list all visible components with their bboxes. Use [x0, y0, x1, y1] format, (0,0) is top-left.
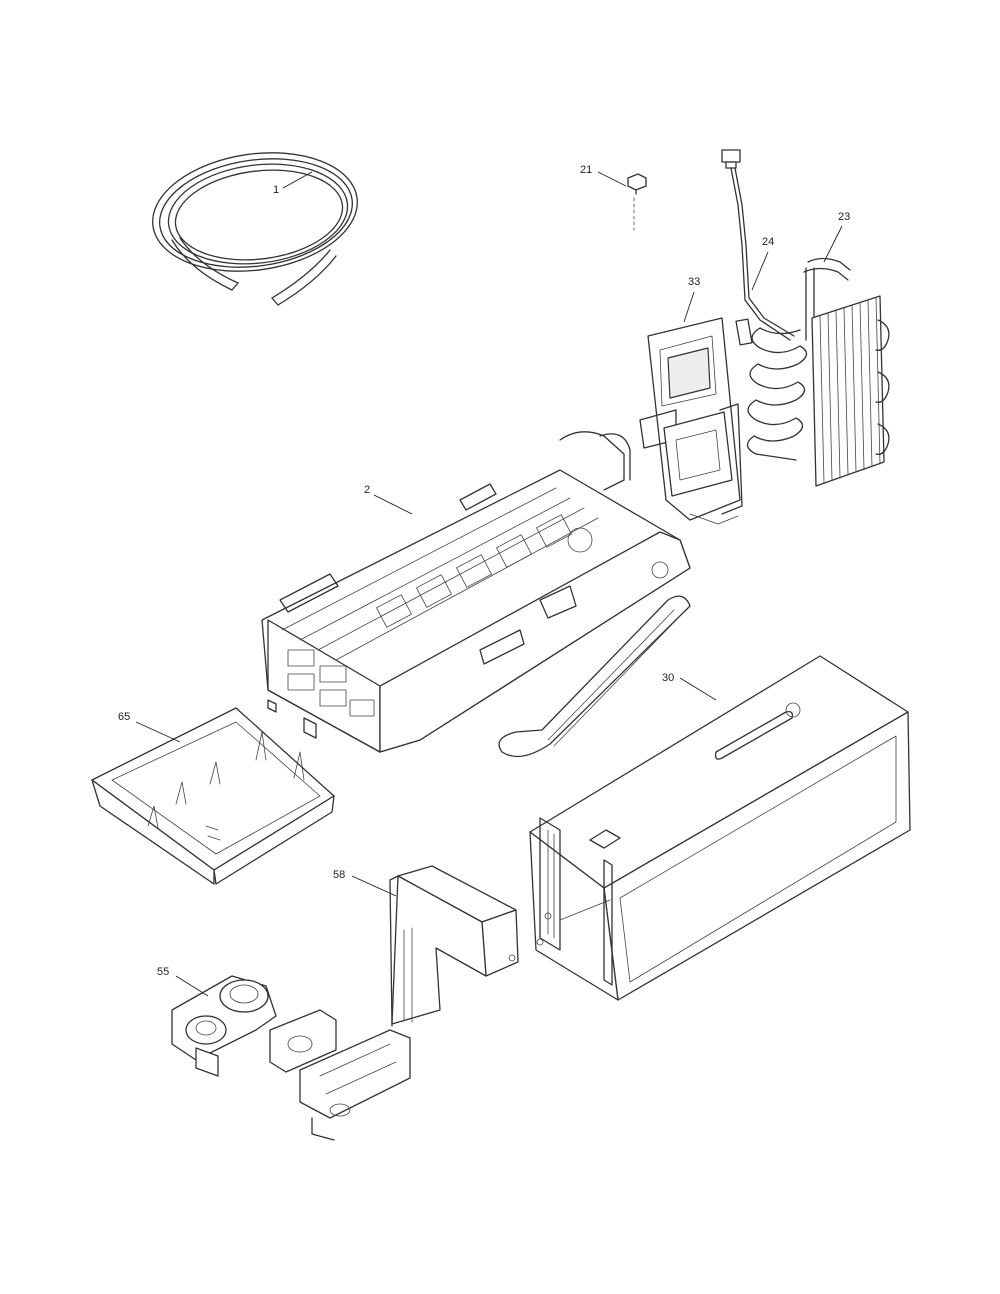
- heater-part[interactable]: [746, 257, 890, 487]
- chute-cover-part[interactable]: [389, 865, 519, 1027]
- wire-harness-part[interactable]: [721, 149, 795, 346]
- part-label-mounting-bracket: 33: [688, 276, 700, 288]
- ejector-arm: [498, 595, 691, 758]
- part-label-ice-bucket-housing: 30: [662, 672, 674, 684]
- drip-tray-part[interactable]: [91, 699, 335, 885]
- water-tube-part[interactable]: [145, 140, 365, 306]
- ice-bucket-housing-part[interactable]: [529, 655, 911, 1001]
- part-label-icemaker-assembly: 2: [364, 484, 370, 496]
- part-label-chute-cover: 58: [333, 869, 345, 881]
- part-label-drip-tray: 65: [118, 711, 130, 723]
- part-label-water-tube: 1: [273, 184, 279, 196]
- water-valve-part[interactable]: [171, 975, 411, 1141]
- part-label-water-valve: 55: [157, 966, 169, 978]
- screw-part[interactable]: [627, 173, 647, 231]
- part-label-screw: 21: [580, 164, 592, 176]
- part-label-heater: 23: [838, 211, 850, 223]
- part-label-wire-harness: 24: [762, 236, 774, 248]
- mounting-bracket-part[interactable]: [639, 317, 743, 525]
- icemaker-assembly-part[interactable]: [261, 431, 691, 753]
